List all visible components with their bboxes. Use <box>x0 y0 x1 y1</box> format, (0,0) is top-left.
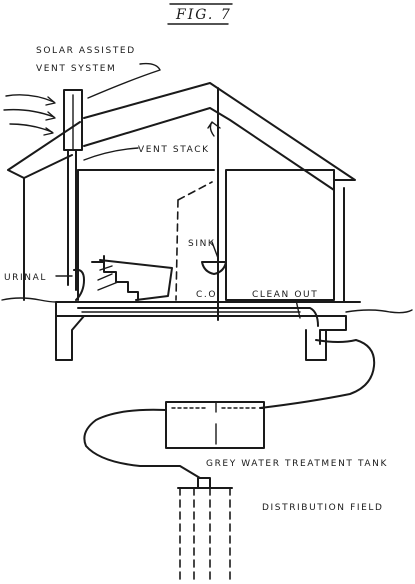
stairs <box>91 261 139 301</box>
drain-pipe <box>77 307 319 327</box>
distribution-field <box>177 477 233 583</box>
dashed-partition <box>175 181 213 301</box>
house-walls <box>23 169 345 303</box>
ground-right <box>345 309 413 314</box>
urinal-fixture <box>73 268 85 301</box>
clean-out-short-label: C.O. <box>196 290 221 300</box>
treatment-tank <box>165 401 265 449</box>
solar-vent-label-line1: SOLAR ASSISTED <box>36 46 136 56</box>
figure-title: FIG. 7 <box>175 7 232 23</box>
right-footing <box>305 329 327 361</box>
floor-slab <box>55 301 361 361</box>
urinal-label: URINAL <box>4 273 47 283</box>
solar-vent-leader <box>87 62 161 99</box>
wind-arrows-icon <box>3 94 56 136</box>
ground-left <box>1 297 57 303</box>
house-roof <box>7 82 356 191</box>
tub-hatching <box>97 265 119 291</box>
treatment-tank-label: GREY WATER TREATMENT TANK <box>206 459 388 469</box>
sewer-line-left <box>83 408 201 479</box>
clean-out-label: CLEAN OUT <box>252 290 318 300</box>
sink-label: SINK <box>188 239 215 249</box>
sink-fixture <box>201 261 227 275</box>
vent-stack-leader <box>83 147 139 161</box>
distribution-field-label: DISTRIBUTION FIELD <box>262 503 384 513</box>
vent-stack-label: VENT STACK <box>138 145 210 155</box>
tub <box>99 255 173 301</box>
solar-vent-label-line2: VENT SYSTEM <box>36 64 116 74</box>
sewer-line <box>259 339 376 409</box>
vent-arrow <box>207 121 221 137</box>
sink-leader <box>211 241 219 259</box>
vent-stack <box>63 89 83 291</box>
